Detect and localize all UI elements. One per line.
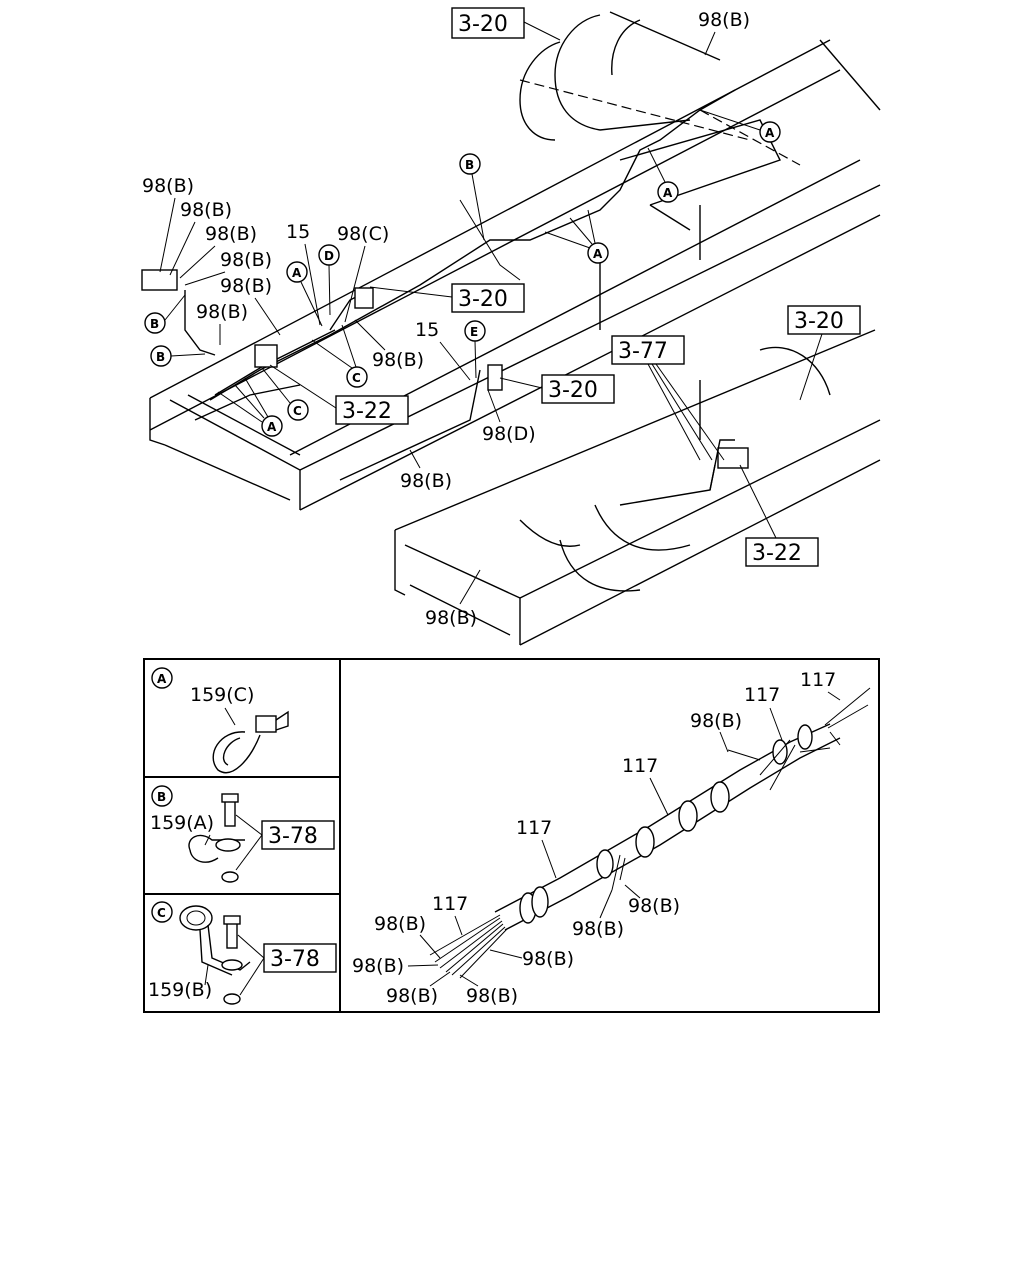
svg-text:D: D	[324, 249, 334, 263]
label-117-a: 117	[800, 669, 836, 691]
svg-text:B: B	[156, 350, 165, 364]
upper-labels: 3-20 3-20 3-20 3-20 3-22 3-22	[142, 7, 861, 629]
label-98b-h2: 98(B)	[628, 895, 680, 917]
callout-a-3[interactable]: A	[544, 209, 609, 264]
svg-text:A: A	[267, 420, 277, 434]
svg-text:3-78: 3-78	[268, 824, 318, 849]
right-frame-rail	[394, 329, 881, 646]
label-159b: 159(B)	[148, 979, 212, 1001]
svg-text:B: B	[157, 790, 166, 804]
callout-b-top[interactable]: B	[459, 153, 485, 241]
detail-a-cable-tie: A 159(C)	[151, 667, 289, 774]
ref-box-3-20-mid[interactable]: 3-20	[369, 283, 525, 313]
label-98b-h7: 98(B)	[386, 985, 438, 1007]
svg-text:3-77: 3-77	[618, 339, 668, 364]
label-98b-1: 98(B)	[142, 175, 194, 197]
label-98b-3: 98(B)	[205, 223, 257, 245]
label-15-upper: 15	[286, 221, 310, 243]
label-98d: 98(D)	[482, 423, 536, 445]
label-117-c: 117	[622, 755, 658, 777]
callout-a-4[interactable]: A	[286, 261, 323, 327]
callout-a-1[interactable]: A	[699, 109, 781, 143]
label-98b-4: 98(B)	[220, 249, 272, 271]
svg-text:A: A	[663, 186, 673, 200]
svg-text:C: C	[293, 404, 302, 418]
svg-text:3-22: 3-22	[752, 541, 802, 566]
callout-c-2[interactable]: C	[261, 367, 309, 421]
label-98b-h8: 98(B)	[466, 985, 518, 1007]
callout-b-left-1[interactable]: B	[144, 294, 186, 334]
svg-text:E: E	[470, 325, 478, 339]
callout-c-1[interactable]: C	[311, 324, 368, 388]
label-98b-8: 98(B)	[400, 470, 452, 492]
harness-detail: 117 117 98(B) 117 117 98(B) 98(B) 117 98…	[352, 669, 871, 1007]
label-117-d: 117	[516, 817, 552, 839]
ref-box-3-22-right[interactable]: 3-22	[739, 464, 819, 567]
label-98b-h3: 98(B)	[572, 918, 624, 940]
label-117-b: 117	[744, 684, 780, 706]
label-98b-2: 98(B)	[180, 199, 232, 221]
label-159c: 159(C)	[190, 684, 254, 706]
ref-box-3-77[interactable]: 3-77	[611, 335, 725, 461]
ref-box-3-20-far[interactable]: 3-20	[787, 305, 861, 401]
label-15-lower: 15	[415, 319, 439, 341]
callout-e[interactable]: E	[464, 320, 486, 379]
svg-text:C: C	[352, 371, 361, 385]
label-98b-h6: 98(B)	[352, 955, 404, 977]
label-98b-top: 98(B)	[698, 9, 750, 31]
detail-b-clip: B 159(A) 3-78	[150, 785, 335, 883]
detail-c-bracket-clamp: C 159(B) 3-78	[148, 901, 337, 1005]
ref-box-3-78-c[interactable]: 3-78	[263, 943, 337, 973]
callout-a-5[interactable]: A	[217, 377, 283, 437]
svg-text:C: C	[157, 906, 166, 920]
svg-text:3-78: 3-78	[270, 947, 320, 972]
detail-panel: A 159(C) B 159(A) 3-78	[143, 658, 880, 1013]
callout-a-2[interactable]: A	[647, 147, 679, 203]
label-98b-h4: 98(B)	[374, 913, 426, 935]
label-98b-9: 98(B)	[425, 607, 477, 629]
label-98b-h1: 98(B)	[690, 710, 742, 732]
callout-b-left-2[interactable]: B	[150, 345, 206, 367]
label-98b-6: 98(B)	[196, 301, 248, 323]
ref-box-3-20-top[interactable]: 3-20	[451, 7, 561, 41]
ref-box-3-20-right[interactable]: 3-20	[499, 374, 615, 404]
fuel-tank-top	[519, 11, 751, 141]
label-98b-5: 98(B)	[220, 275, 272, 297]
svg-text:B: B	[465, 158, 474, 172]
clamps	[141, 269, 749, 469]
label-98b-h5: 98(B)	[522, 948, 574, 970]
label-117-e: 117	[432, 893, 468, 915]
svg-text:3-22: 3-22	[342, 399, 392, 424]
svg-text:3-20: 3-20	[794, 309, 844, 334]
svg-text:A: A	[765, 126, 775, 140]
label-98b-7: 98(B)	[372, 349, 424, 371]
svg-text:A: A	[157, 672, 167, 686]
label-159a: 159(A)	[150, 812, 214, 834]
svg-text:3-20: 3-20	[458, 287, 508, 312]
svg-text:3-20: 3-20	[458, 12, 508, 37]
callout-d[interactable]: D	[318, 244, 340, 316]
svg-text:A: A	[593, 247, 603, 261]
ref-box-3-22-left[interactable]: 3-22	[269, 364, 409, 425]
svg-text:3-20: 3-20	[548, 378, 598, 403]
svg-text:A: A	[292, 266, 302, 280]
ref-box-3-78-b[interactable]: 3-78	[261, 820, 335, 850]
label-98c: 98(C)	[337, 223, 389, 245]
svg-text:B: B	[150, 317, 159, 331]
